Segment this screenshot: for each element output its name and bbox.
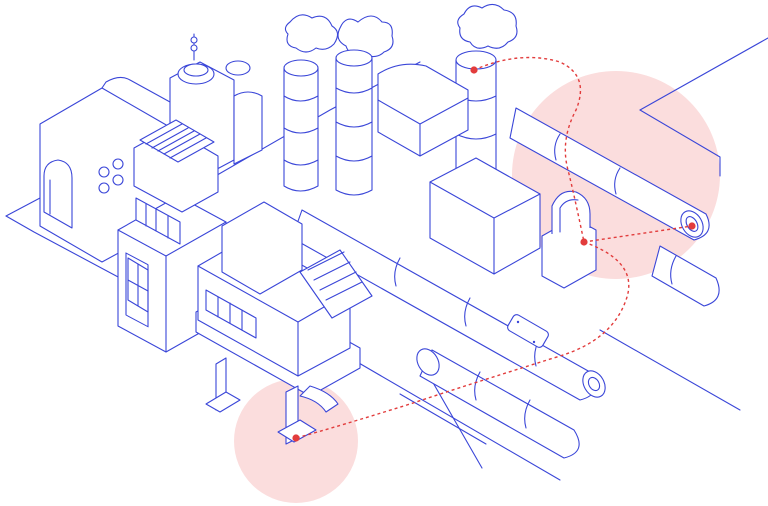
middle-housing <box>377 63 469 157</box>
support-legs <box>205 357 339 445</box>
central-pipes <box>291 209 606 459</box>
smokestack-2 <box>335 15 394 196</box>
sensor-path <box>292 56 696 442</box>
sensor-dot-pipe-end <box>688 222 696 230</box>
front-building <box>195 201 373 397</box>
smokestack-1 <box>283 14 339 192</box>
sensor-dot-stack <box>470 66 478 74</box>
slatted-roof-box <box>133 119 219 245</box>
sensor-dot-base <box>292 434 300 442</box>
sensor-dot-valve <box>580 238 588 246</box>
valve-unit <box>541 190 597 289</box>
right-base-block <box>429 157 541 275</box>
